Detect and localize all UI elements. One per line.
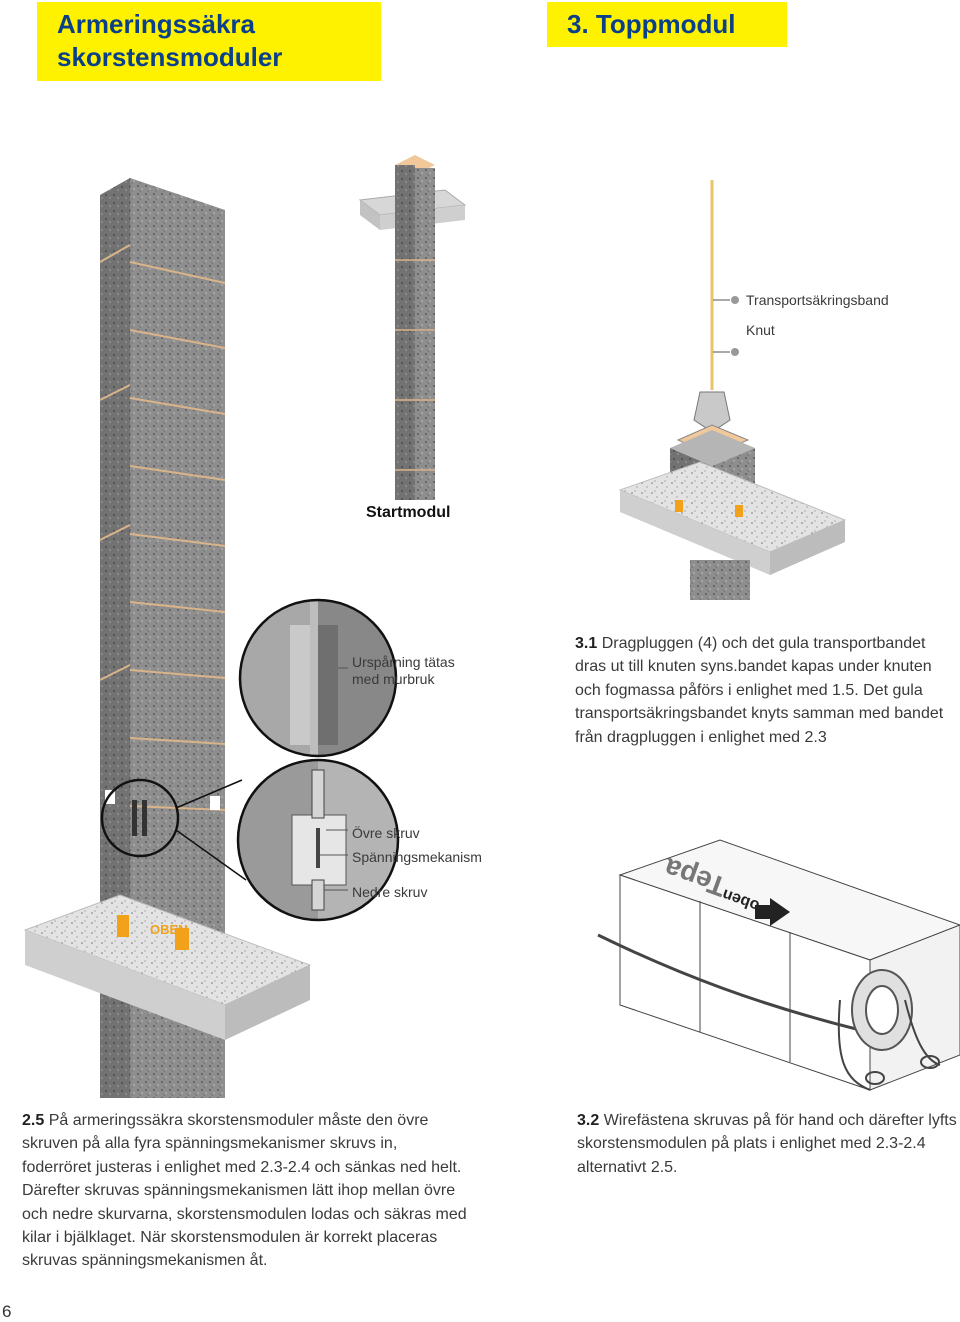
- label-transportsakringsband: Transportsäkringsband: [746, 292, 889, 308]
- paragraph-3-2-body: Wirefästena skruvas på för hand och däre…: [577, 1112, 957, 1176]
- oben-stamp: OBEN: [150, 922, 188, 937]
- paragraph-3-2-number: 3.2: [577, 1112, 600, 1129]
- armered-chimney-illustration: OBEN: [23, 178, 312, 1098]
- detail-ursparning: [238, 598, 398, 758]
- section-title-line1: Armeringssäkra: [57, 9, 255, 39]
- section-title-line2: skorstensmoduler: [57, 42, 283, 72]
- label-ursparning-line2: med murbruk: [352, 671, 435, 687]
- paragraph-3-1-body: Dragpluggen (4) och det gula transportba…: [575, 635, 944, 746]
- paragraph-2-5-body: På armeringssäkra skorstensmoduler måste…: [22, 1112, 467, 1270]
- section-title-left: Armeringssäkra skorstensmoduler: [37, 2, 381, 81]
- paragraph-2-5-number: 2.5: [22, 1112, 45, 1129]
- toppmodul-illustration: [618, 180, 847, 600]
- detail-spanningsmekanism: [236, 758, 400, 922]
- paragraph-3-2: 3.2 Wirefästena skruvas på för hand och …: [577, 1109, 957, 1179]
- label-ursparning-line1: Urspårning tätas: [352, 654, 455, 670]
- section-title-right: 3. Toppmodul: [547, 2, 787, 47]
- label-nedre-skruv: Nedre skruv: [352, 884, 428, 900]
- startmodul-illustration: [358, 155, 467, 500]
- section-title-toppmodul: 3. Toppmodul: [567, 9, 736, 39]
- paragraph-2-5: 2.5 På armeringssäkra skorstensmoduler m…: [22, 1109, 467, 1273]
- label-startmodul: Startmodul: [366, 504, 451, 521]
- page-number: 6: [2, 1302, 12, 1321]
- paragraph-3-1-number: 3.1: [575, 635, 598, 652]
- wire-lift-illustration: Tepa oben: [597, 839, 960, 1091]
- label-knut: Knut: [746, 322, 775, 338]
- label-spanningsmekanism: Spänningsmekanism: [352, 849, 482, 865]
- paragraph-3-1: 3.1 Dragpluggen (4) och det gula transpo…: [575, 632, 955, 749]
- label-ovre-skruv: Övre skruv: [352, 825, 420, 841]
- label-ursparning: Urspårning tätas med murbruk: [352, 654, 455, 688]
